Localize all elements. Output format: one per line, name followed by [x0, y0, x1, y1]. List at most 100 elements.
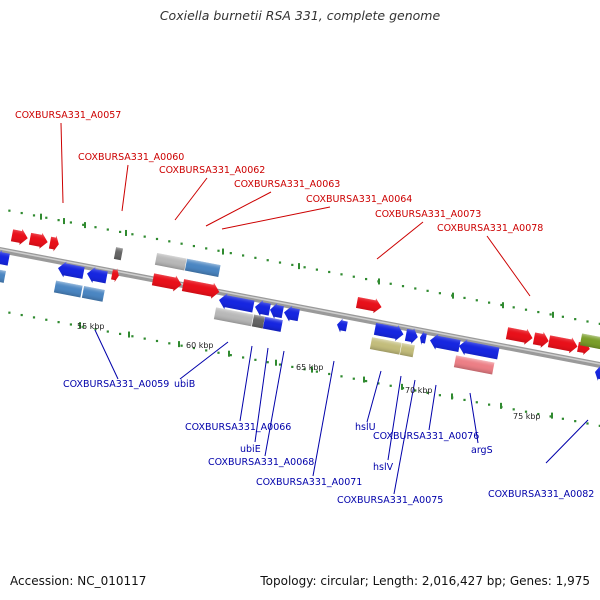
gene-reverse-blue[interactable]: [253, 299, 271, 318]
gene-block-steelblue[interactable]: [184, 258, 221, 277]
ruler-tick: [222, 248, 224, 255]
gene-block-pink[interactable]: [453, 355, 495, 375]
ruler-tick: [378, 278, 380, 285]
ruler-dot-outer: [549, 313, 552, 316]
ruler-tick: [298, 263, 300, 270]
gene-forward-red[interactable]: [532, 330, 550, 349]
leader-line-reverse: [366, 370, 382, 423]
ruler-dot-outer: [586, 320, 589, 323]
gene-label-forward: COXBURSA331_A0073: [375, 209, 481, 220]
gene-features[interactable]: [0, 227, 600, 381]
gene-block-darkgray[interactable]: [251, 314, 265, 329]
gene-forward-blue[interactable]: [373, 321, 404, 342]
gene-gloss: [399, 342, 415, 358]
ruler-dot-outer: [106, 228, 109, 231]
leader-line-forward: [60, 122, 64, 204]
ruler-tick: [228, 350, 230, 357]
gene-forward-red[interactable]: [181, 277, 220, 300]
ruler-dot-inner: [57, 321, 60, 324]
ruler-tick: [502, 302, 504, 309]
gene-gloss: [595, 365, 600, 381]
ruler-dot-inner: [119, 332, 122, 336]
gene-gloss: [579, 333, 600, 350]
gene-block-steelblue[interactable]: [81, 286, 105, 302]
gene-block-gray[interactable]: [154, 253, 187, 271]
gene-label-reverse: argS: [471, 445, 493, 456]
ruler-dot-outer: [512, 306, 515, 309]
gene-reverse-blue[interactable]: [217, 292, 255, 314]
ruler-dot-inner: [537, 412, 540, 416]
gene-forward-red[interactable]: [547, 333, 578, 354]
gene-gloss: [251, 314, 265, 329]
gene-block-green[interactable]: [579, 333, 600, 350]
gene-reverse-blue[interactable]: [85, 266, 108, 285]
gene-forward-red[interactable]: [151, 271, 182, 292]
ruler-dot-outer: [217, 249, 220, 252]
leader-line-forward: [376, 221, 424, 260]
gene-forward-blue[interactable]: [404, 327, 419, 345]
gene-gloss: [53, 280, 83, 298]
label-leader-lines: [60, 122, 589, 495]
ruler-dot-outer: [205, 247, 208, 250]
gene-reverse-blue[interactable]: [268, 302, 284, 320]
ruler-tick: [401, 383, 403, 390]
ruler-tick: [178, 341, 180, 348]
ruler-dot-outer: [278, 261, 282, 264]
gene-block-olive[interactable]: [369, 337, 402, 355]
ruler-dot-outer: [155, 237, 159, 241]
gene-forward-red[interactable]: [48, 235, 60, 252]
gene-block-blue[interactable]: [262, 316, 283, 332]
ruler-dot-outer: [20, 211, 23, 215]
leader-line-reverse: [239, 345, 253, 422]
gene-reverse-blue[interactable]: [419, 331, 428, 346]
gene-block-darkgray[interactable]: [113, 247, 124, 261]
gene-block-steelblue[interactable]: [53, 280, 83, 298]
leader-line-reverse: [94, 329, 119, 380]
gene-gloss: [154, 253, 187, 271]
gene-gloss: [453, 355, 495, 375]
gene-forward-red[interactable]: [28, 231, 49, 250]
ruler-dot-inner: [438, 394, 441, 397]
gene-gloss: [184, 258, 221, 277]
gene-gloss: [420, 331, 427, 345]
gene-gloss: [10, 229, 28, 245]
ruler-dot-inner: [20, 313, 23, 317]
gene-gloss: [81, 286, 105, 302]
gene-gloss: [270, 302, 284, 319]
gene-reverse-blue[interactable]: [282, 305, 300, 324]
ruler-dot-outer: [8, 209, 11, 212]
ruler-tick: [128, 331, 130, 338]
ruler-dot-inner: [69, 323, 72, 326]
gene-reverse-blue[interactable]: [0, 249, 10, 268]
gene-reverse-blue[interactable]: [457, 338, 500, 361]
ruler-dot-inner: [32, 316, 36, 319]
gene-reverse-blue[interactable]: [336, 318, 348, 334]
kbp-label: 65 kbp: [296, 363, 324, 372]
leader-line-forward: [221, 206, 331, 230]
gene-gloss: [355, 297, 382, 314]
gene-block-olive[interactable]: [399, 342, 415, 358]
ruler-dot-outer: [168, 240, 171, 243]
gene-gloss: [58, 261, 85, 279]
ruler-dot-inner: [463, 398, 466, 402]
gene-block-steelblue[interactable]: [0, 268, 6, 283]
gene-reverse-blue[interactable]: [56, 260, 85, 281]
gene-gloss: [532, 332, 549, 348]
ruler-dot-inner: [389, 384, 392, 387]
ruler-dot-outer: [561, 315, 564, 318]
kbp-label: 70 kbp: [405, 386, 433, 395]
gene-reverse-blue[interactable]: [428, 333, 461, 354]
gene-gloss: [547, 335, 578, 354]
gene-block-gray[interactable]: [213, 307, 254, 327]
ruler-dot-outer: [254, 256, 257, 259]
gene-forward-red[interactable]: [355, 295, 383, 314]
gene-gloss: [113, 247, 124, 261]
ruler-dot-outer: [574, 318, 577, 321]
gene-forward-red[interactable]: [10, 227, 29, 246]
gene-forward-red[interactable]: [111, 268, 121, 283]
ruler-dot-outer: [488, 301, 491, 304]
gene-forward-red[interactable]: [505, 325, 534, 346]
gene-reverse-blue[interactable]: [593, 364, 600, 382]
ruler-tick: [79, 322, 81, 329]
